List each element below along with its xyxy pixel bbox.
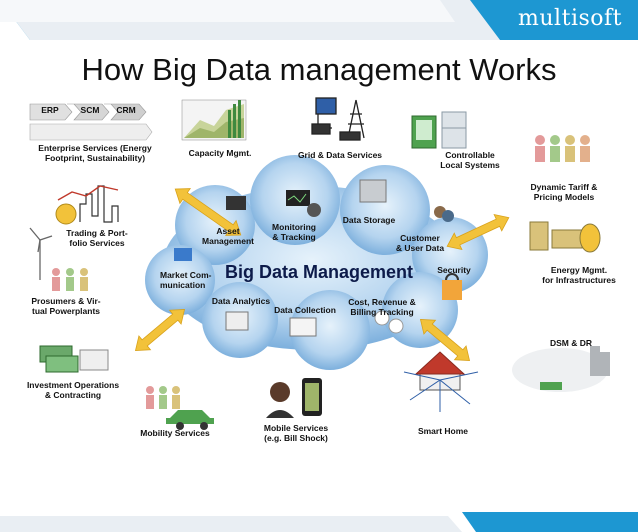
bottom-banner [0, 512, 638, 532]
cloud-monitoring-tracking: Monitoring & Tracking [272, 222, 316, 242]
label-capacity-mgmt: Capacity Mgmt. [188, 148, 252, 158]
erp-chevrons [29, 103, 153, 141]
label-dynamic-tariff: Dynamic Tariff & Pricing Models [530, 182, 598, 202]
label-trading-portfolio: Trading & Port- folio Services [66, 228, 128, 248]
label-energy-mgmt: Energy Mgmt. for Infrastructures [542, 265, 616, 285]
label-controllable-local-systems: Controllable Local Systems [440, 150, 500, 170]
label-mobile-services: Mobile Services (e.g. Bill Shock) [263, 423, 329, 443]
label-prosumers: Prosumers & Vir- tual Powerplants [31, 296, 101, 316]
capacity-chart-icon [181, 99, 247, 141]
energy-buildings-icon [529, 221, 601, 253]
wind-turbine-icon [29, 227, 53, 280]
cloud-data-collection: Data Collection [274, 305, 336, 315]
grid-data-icon [311, 97, 365, 141]
cloud-data-storage: Data Storage [342, 215, 396, 225]
cloud-security: Security [437, 265, 471, 275]
tariff-people-icon [535, 135, 590, 162]
smart-home-icon [403, 351, 479, 412]
cloud-billing-tracking: Cost, Revenue & Billing Tracking [348, 297, 416, 317]
cloud-inner-icons [174, 179, 462, 337]
page-title: How Big Data management Works [81, 52, 557, 87]
prosumers-people-icon [52, 268, 88, 291]
center-title: Big Data Management [225, 262, 414, 282]
controllable-systems-icon [411, 111, 467, 149]
mobility-icon [146, 386, 214, 430]
label-dsm-dr: DSM & DR [549, 338, 593, 348]
cloud-asset-management: Asset Management [202, 226, 254, 246]
label-grid-data-services: Grid & Data Services [297, 150, 383, 160]
mobile-icon [266, 378, 322, 418]
scm-tab: SCM [80, 105, 100, 115]
cloud-customer-user-data: Customer & User Data [395, 233, 445, 253]
label-smart-home: Smart Home [417, 426, 469, 436]
erp-tab: ERP [41, 105, 59, 115]
crm-tab: CRM [116, 105, 136, 115]
connection-arrows [134, 188, 510, 361]
top-banner [0, 0, 638, 40]
trading-icon [55, 185, 119, 225]
investment-money-icon [39, 345, 109, 373]
cloud-data-analytics: Data Analytics [211, 296, 271, 306]
label-enterprise-services: Enterprise Services (Energy Footprint, S… [38, 143, 152, 163]
label-investment-operations: Investment Operations & Contracting [26, 380, 120, 400]
label-mobility-services: Mobility Services [140, 428, 210, 438]
cloud-market-communication: Market Com- munication [160, 270, 212, 290]
brand-logo: multisoft [518, 6, 622, 31]
dsm-dr-icon [512, 346, 610, 392]
